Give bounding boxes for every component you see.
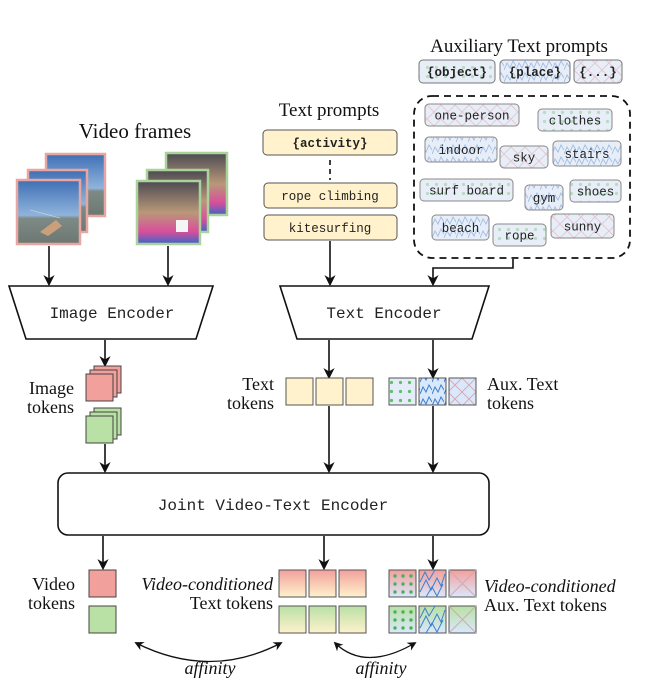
text-prompts-heading: Text prompts (279, 100, 380, 121)
video-frames-heading: Video frames (79, 119, 191, 143)
vc-text-tokens-label-2: Text tokens (190, 593, 273, 613)
svg-text:kitesurfing: kitesurfing (289, 222, 372, 236)
affinity-arc-text-aux (333, 641, 417, 659)
aux-word-chip (431, 214, 490, 241)
svg-text:{place}: {place} (509, 66, 562, 80)
aux-word-one-person: one-person (424, 103, 520, 127)
aux-words-container (413, 95, 631, 259)
aux-word-chip (537, 108, 613, 132)
vc-text-tokens-label-1: Video-conditioned (141, 574, 274, 594)
image-tokens-label-1: Image (29, 378, 74, 398)
text-encoder-label: Text Encoder (326, 305, 441, 323)
aux-word-label: stairs (564, 148, 609, 162)
affinity-label-2: affinity (356, 658, 407, 678)
aux-word-chip (550, 213, 615, 239)
svg-text:{...}: {...} (579, 66, 617, 80)
aux-word-shoes: shoes (569, 179, 622, 203)
aux-word-sunny: sunny (550, 213, 615, 239)
text-tokens-label-2: tokens (227, 393, 274, 413)
aux-word-indoor: indoor (424, 136, 498, 163)
affinity-arc-video-text (134, 642, 283, 663)
svg-text:{object}: {object} (427, 66, 487, 80)
aux-word-label: indoor (438, 144, 483, 158)
aux-word-gym: gym (524, 184, 564, 211)
aux-word-label: clothes (549, 115, 602, 129)
aux-word-chip (569, 179, 622, 203)
aux-word-stairs: stairs (552, 140, 622, 167)
image-tokens-label-2: tokens (27, 397, 74, 417)
aux-word-label: rope (504, 230, 534, 244)
aux-tokens-label-2: tokens (487, 393, 534, 413)
aux-prompts-heading: Auxiliary Text prompts (430, 36, 608, 57)
video-tokens-label-1: Video (32, 574, 75, 594)
aux-word-chip (499, 145, 549, 169)
vc-text-tokens-red (278, 569, 367, 598)
aux-template-etc: {...} (573, 59, 623, 84)
activity-template-label: {activity} (292, 137, 367, 151)
vc-aux-tokens-green (388, 605, 477, 634)
text-encoder: Text Encoder (278, 285, 491, 340)
aux-word-chip (424, 103, 520, 127)
aux-word-chip (419, 178, 514, 202)
kitesurfing-frames (15, 152, 107, 246)
video-token-green (88, 605, 117, 634)
aux-template-object: {object} (418, 59, 496, 84)
image-encoder: Image Encoder (7, 285, 215, 340)
image-tokens-green (85, 407, 122, 444)
video-tokens-label-2: tokens (28, 593, 75, 613)
text-prompt-template: {activity} (262, 129, 398, 156)
joint-video-text-encoder: Joint Video-Text Encoder (57, 472, 490, 536)
aux-template-place: {place} (499, 59, 571, 84)
aux-word-label: surf board (429, 185, 504, 199)
aux-word-label: sky (513, 152, 536, 166)
aux-word-beach: beach (431, 214, 490, 241)
affinity-label-1: affinity (185, 658, 236, 678)
rope-climbing-frames (135, 151, 229, 246)
aux-word-label: shoes (577, 186, 615, 200)
vc-text-tokens-green (278, 605, 367, 634)
arrow-aux-to-text-encoder (427, 259, 514, 287)
aux-tokens-label-1: Aux. Text (487, 374, 558, 394)
text-prompt-kitesurfing: kitesurfing (263, 214, 398, 241)
vc-aux-tokens-label-1: Video-conditioned (484, 576, 617, 596)
aux-word-label: one-person (434, 110, 509, 124)
svg-text:rope climbing: rope climbing (281, 190, 379, 204)
vc-aux-tokens-label-2: Aux. Text tokens (484, 595, 607, 615)
image-encoder-label: Image Encoder (50, 305, 175, 323)
joint-encoder-label: Joint Video-Text Encoder (158, 497, 388, 515)
aux-word-chip (492, 223, 547, 247)
vc-aux-tokens-red (388, 569, 477, 598)
text-tokens-label-1: Text (242, 374, 274, 394)
aux-word-list: one-person clothes indoor sky stairs surf boa… (419, 103, 622, 247)
image-tokens-red (85, 365, 122, 402)
aux-word-chip (524, 184, 564, 211)
aux-word-chip (552, 140, 622, 167)
aux-word-chip (424, 136, 498, 163)
aux-word-label: gym (533, 192, 556, 206)
video-token-red (88, 569, 117, 598)
aux-word-label: beach (442, 222, 480, 236)
aux-word-sky: sky (499, 145, 549, 169)
aux-word-label: sunny (564, 221, 602, 235)
text-prompt-rope-climbing: rope climbing (263, 182, 398, 209)
text-tokens (285, 377, 374, 406)
aux-text-tokens (388, 377, 477, 406)
aux-word-clothes: clothes (537, 108, 613, 132)
aux-word-rope: rope (492, 223, 547, 247)
aux-word-surf-board: surf board (419, 178, 514, 202)
